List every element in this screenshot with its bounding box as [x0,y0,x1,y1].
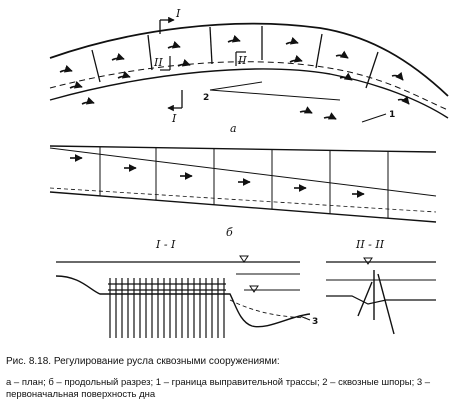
profile-label: б [226,226,233,239]
channel-bed-profile [55,275,311,328]
spur [365,51,379,89]
plan-label: а [230,122,237,135]
section-I-marker [159,16,183,112]
section-II-label-right: II [237,54,247,67]
callout-3-leader [299,315,311,321]
callout-lines [209,81,387,123]
section-I-label-bottom: I [171,112,177,125]
section-I-view: I - I [55,238,318,338]
section-II-label-left: II [153,56,163,69]
bank-slope-2 [326,295,436,305]
section-II-view: II - II [326,238,436,335]
callout-1: 1 [389,110,395,120]
section-I-label-top: I [175,7,181,20]
callout-3: 3 [312,317,318,327]
bank-top [49,22,449,97]
water-surface [49,145,437,153]
original-bed-dashed [229,299,307,319]
sloped-water-line [49,147,437,197]
section-II-title: II - II [355,238,385,251]
plan-view: I I II II 2 1 а [49,7,449,135]
spur-2 [357,270,395,335]
figure-caption-legend: а – план; б – продольный разрез; 1 – гра… [6,377,431,400]
pile-spur-fence [108,278,226,338]
callout-2: 2 [203,93,209,103]
spur [91,49,101,83]
profile-view: б [49,145,437,239]
spur [147,34,153,71]
level-markers-2 [363,257,373,265]
spurs [91,26,379,89]
figure-caption-title: Рис. 8.18. Регулирование русла сквозными… [6,356,280,367]
section-I-title: I - I [155,238,176,251]
profile-flow-arrows [70,154,365,198]
flow-arrows [59,34,410,120]
profile-spurs [99,147,389,218]
spur [315,33,323,69]
level-markers [239,255,259,293]
bank-bottom [49,68,449,119]
dashed-bed-line [49,187,437,213]
section-II-marker [160,51,246,71]
bed-line [49,191,437,223]
spur [209,26,213,65]
